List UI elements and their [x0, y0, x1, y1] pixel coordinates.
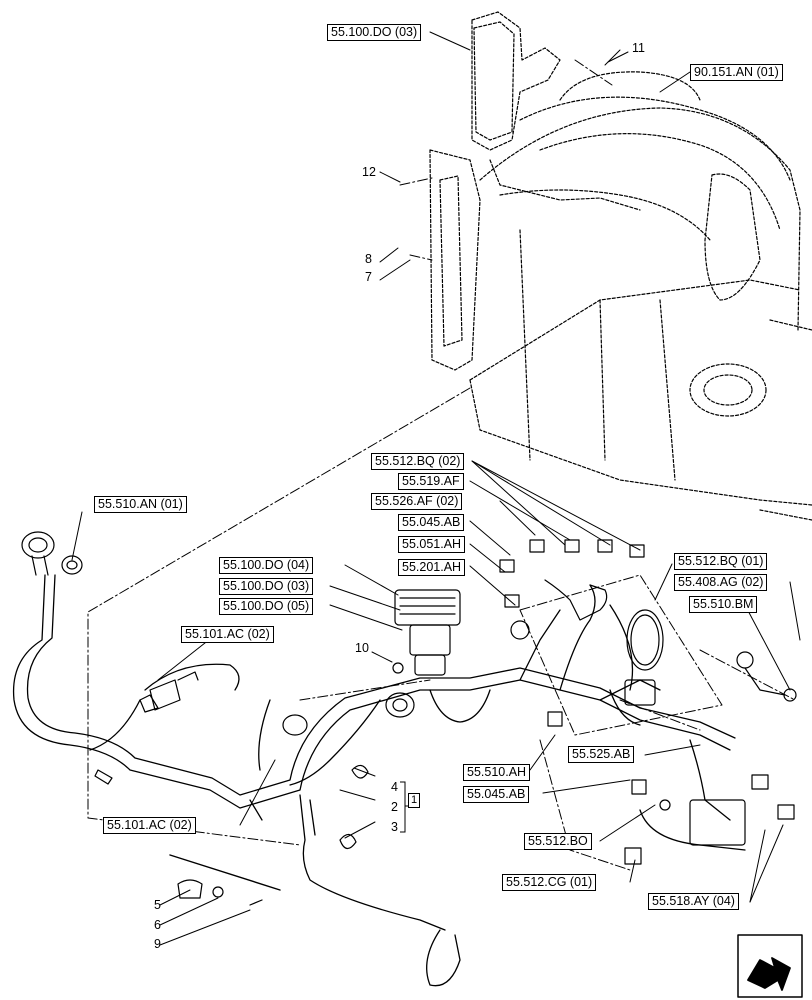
view-direction-icon	[737, 934, 803, 998]
callout-55-512-cg-01[interactable]: 55.512.CG (01)	[502, 874, 597, 891]
callout-55-045-ab-upper[interactable]: 55.045.AB	[398, 514, 465, 531]
callout-55-051-ah[interactable]: 55.051.AH	[398, 536, 466, 553]
callout-55-512-bq-02[interactable]: 55.512.BQ (02)	[371, 453, 465, 470]
item-number-6[interactable]: 6	[154, 918, 161, 932]
item-number-4[interactable]: 4	[391, 780, 398, 794]
callout-55-510-ah[interactable]: 55.510.AH	[463, 764, 531, 781]
callout-55-512-bq-01[interactable]: 55.512.BQ (01)	[674, 553, 768, 570]
callout-55-525-ab[interactable]: 55.525.AB	[568, 746, 635, 763]
callout-90-151-an-01[interactable]: 90.151.AN (01)	[690, 64, 783, 81]
callout-55-519-af[interactable]: 55.519.AF	[398, 473, 464, 490]
group-bracket-1[interactable]: 1	[408, 793, 421, 808]
item-number-2[interactable]: 2	[391, 800, 398, 814]
callout-55-100-do-05[interactable]: 55.100.DO (05)	[219, 598, 314, 615]
callout-55-518-ay-04[interactable]: 55.518.AY (04)	[648, 893, 739, 910]
item-number-8[interactable]: 8	[365, 252, 372, 266]
components	[21, 531, 797, 906]
callout-55-526-af-02[interactable]: 55.526.AF (02)	[371, 493, 463, 510]
callout-55-510-bm[interactable]: 55.510.BM	[689, 596, 758, 613]
callout-55-100-do-03-mid[interactable]: 55.100.DO (03)	[219, 578, 314, 595]
callout-55-100-do-03-top[interactable]: 55.100.DO (03)	[327, 24, 422, 41]
callout-55-408-ag-02[interactable]: 55.408.AG (02)	[674, 574, 768, 591]
callout-55-101-ac-02-lower[interactable]: 55.101.AC (02)	[103, 817, 196, 834]
item-number-5[interactable]: 5	[154, 898, 161, 912]
item-number-7[interactable]: 7	[365, 270, 372, 284]
main-wire-harness	[12, 574, 746, 987]
item-number-12[interactable]: 12	[362, 165, 376, 179]
callout-55-512-bo[interactable]: 55.512.BO	[524, 833, 592, 850]
cab-frame-structure	[429, 11, 812, 521]
item-number-3[interactable]: 3	[391, 820, 398, 834]
callout-55-100-do-04[interactable]: 55.100.DO (04)	[219, 557, 314, 574]
item-number-11[interactable]: 11	[632, 41, 645, 55]
item-number-10[interactable]: 10	[355, 641, 369, 655]
callout-55-045-ab-lower[interactable]: 55.045.AB	[463, 786, 530, 803]
item-number-9[interactable]: 9	[154, 937, 161, 951]
callout-55-201-ah[interactable]: 55.201.AH	[398, 559, 466, 576]
cut-line	[169, 854, 281, 891]
callout-55-101-ac-02-upper[interactable]: 55.101.AC (02)	[181, 626, 274, 643]
callout-55-510-an-01[interactable]: 55.510.AN (01)	[94, 496, 187, 513]
leader-lines	[71, 31, 801, 946]
